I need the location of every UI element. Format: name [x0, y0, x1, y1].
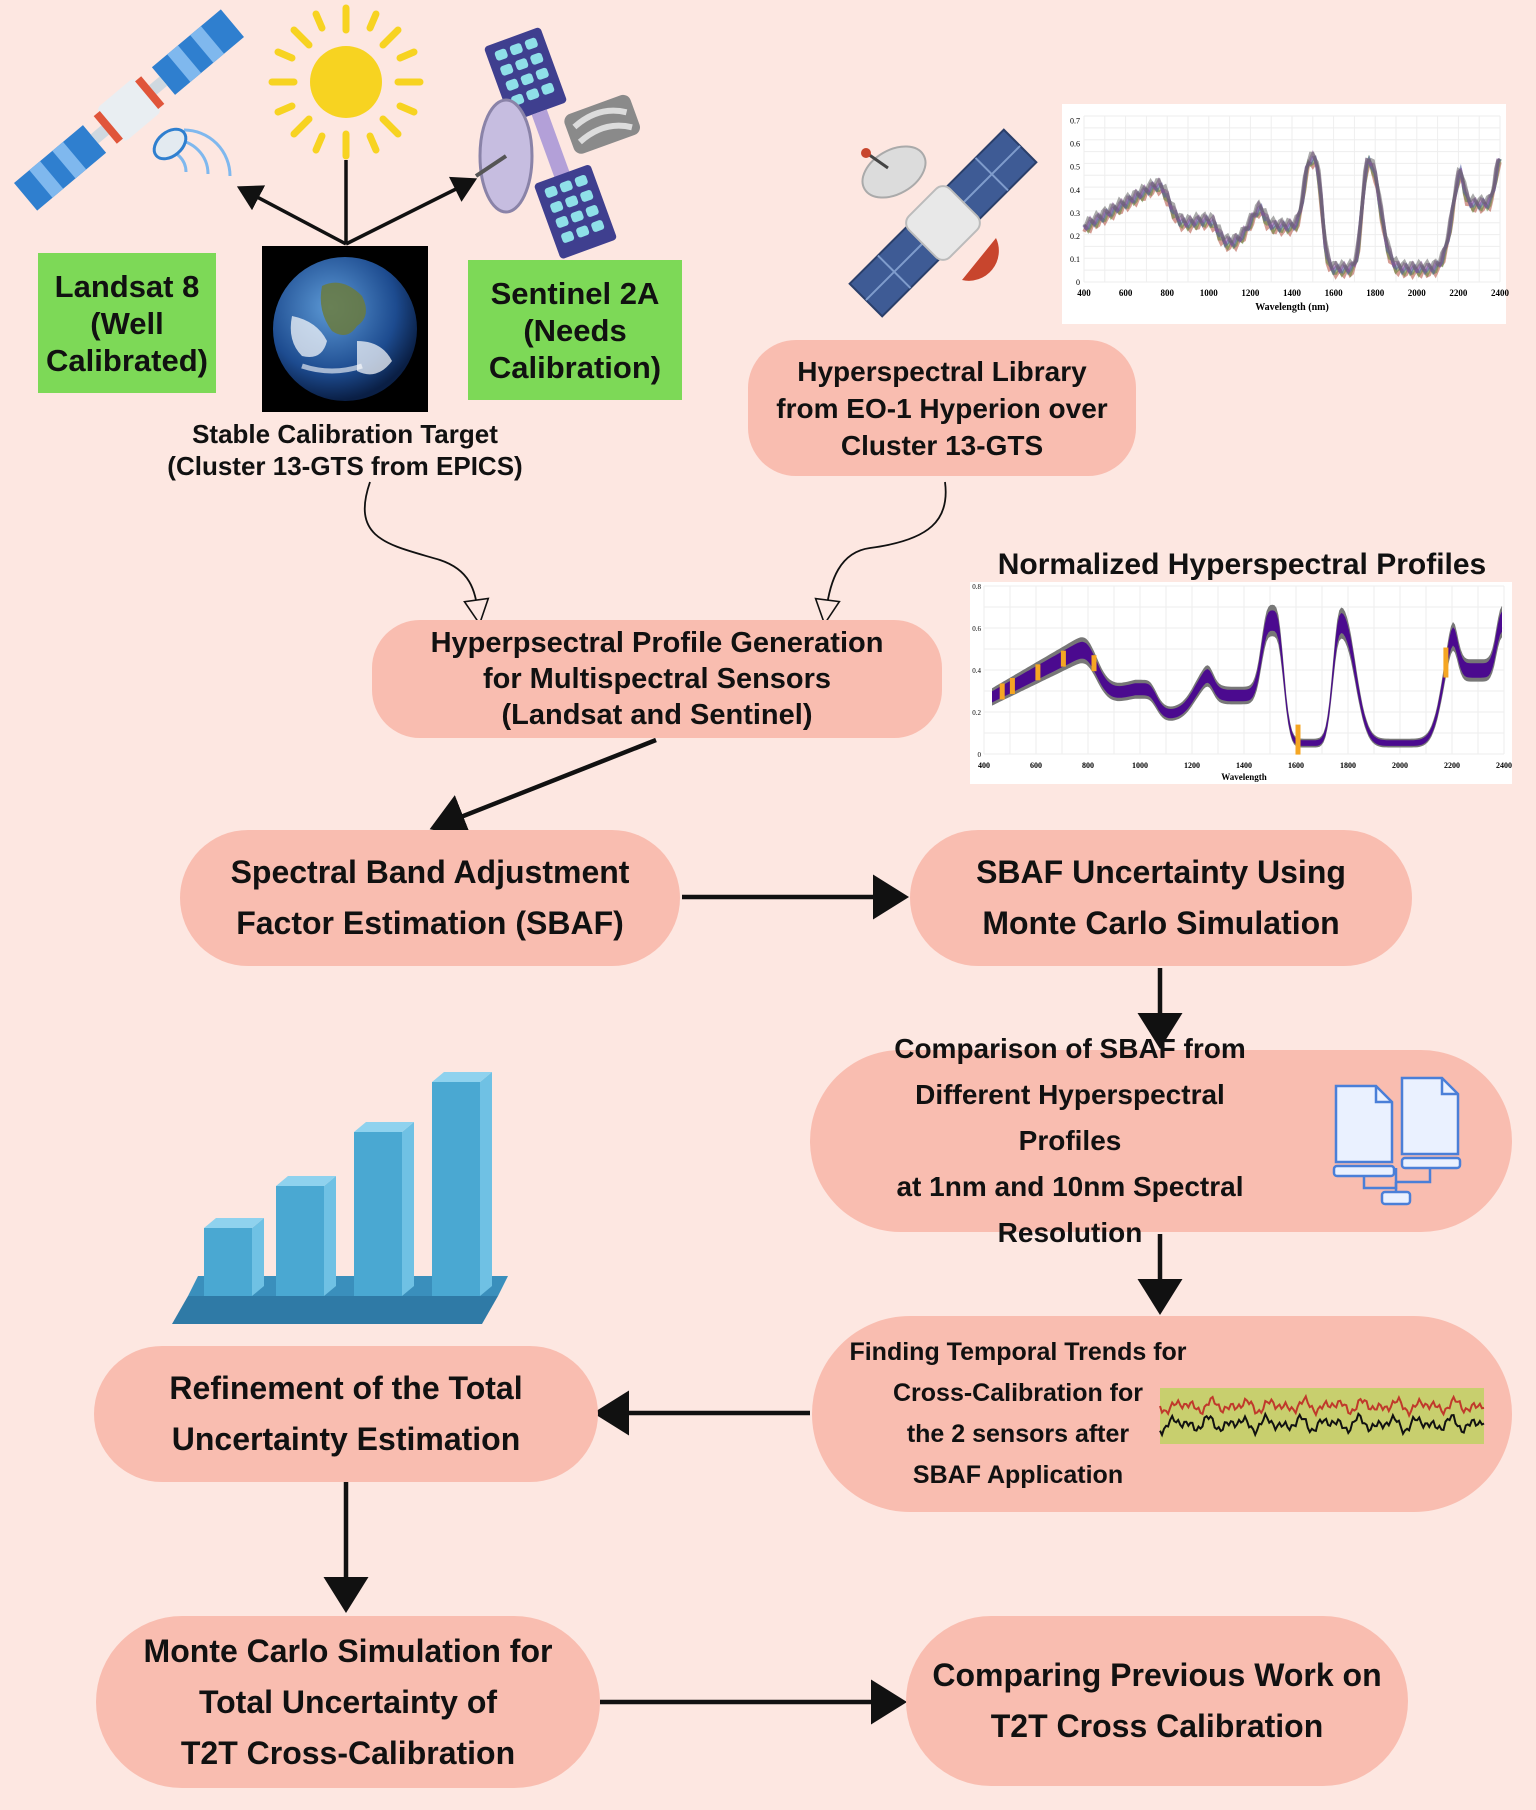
- landsat-satellite-icon: [14, 9, 244, 211]
- norm-x-tick: 1000: [1132, 761, 1148, 770]
- hyperion-y-tick: 0.5: [1070, 163, 1080, 172]
- hyperion-x-tick: 800: [1160, 288, 1174, 298]
- hyperion-y-tick: 0.6: [1070, 140, 1080, 149]
- hyperion-y-tick: 0: [1076, 278, 1080, 287]
- hyperion-x-tick: 1200: [1241, 288, 1260, 298]
- sensor-band-marker: [1035, 664, 1041, 681]
- sentinel-label: Sentinel 2A (Needs Calibration): [468, 260, 682, 400]
- hyperion-spectra-chart: 400 600 800 1000 1200 1400 1600 1800 2000 2200 240…: [1062, 104, 1510, 324]
- hyperion-spectrum-line: [1082, 151, 1501, 273]
- norm-x-tick: 600: [1030, 761, 1042, 770]
- hyperion-library-node: Hyperspectral Library from EO-1 Hyperion…: [748, 340, 1136, 476]
- sensor-band-marker: [1295, 724, 1301, 755]
- norm-x-tick: 1200: [1184, 761, 1200, 770]
- target-caption: Stable Calibration Target (Cluster 13-GT…: [167, 419, 523, 481]
- previous-work-node: Comparing Previous Work on T2T Cross Cal…: [906, 1616, 1408, 1786]
- hyperion-y-tick: 0.1: [1070, 255, 1080, 264]
- hyperion-x-tick: 2000: [1408, 288, 1427, 298]
- hyperion-satellite-icon: [848, 128, 1038, 318]
- trend-series-line: [1159, 1393, 1485, 1419]
- earth-to-sensor-arrows: [236, 160, 478, 246]
- norm-y-tick: 0.2: [972, 709, 981, 717]
- hyperion-x-tick: 1400: [1283, 288, 1302, 298]
- hyperion-x-tick: 1000: [1200, 288, 1219, 298]
- hyperion-x-tick: 2200: [1449, 288, 1468, 298]
- norm-x-tick: 1800: [1340, 761, 1356, 770]
- norm-xlabel: Wavelength: [1221, 772, 1267, 782]
- hyperion-xlabel: Wavelength (nm): [1255, 302, 1329, 313]
- comparison-node: Comparison of SBAF from Different Hypers…: [810, 1033, 1512, 1248]
- earth-icon: [262, 246, 428, 412]
- hyperion-x-tick: 1600: [1325, 288, 1344, 298]
- hyperion-y-tick: 0.2: [1070, 232, 1080, 241]
- sun-icon: [268, 4, 424, 160]
- norm-x-tick: 2400: [1496, 761, 1512, 770]
- trend-series-line: [1159, 1411, 1485, 1438]
- norm-x-tick: 800: [1082, 761, 1094, 770]
- profile-generation-node: Hyperpsectral Profile Generation for Mul…: [372, 620, 942, 738]
- norm-y-tick: 0.6: [972, 625, 981, 633]
- sbaf-uncertainty-node: SBAF Uncertainty Using Monte Carlo Simul…: [910, 830, 1412, 966]
- sensor-band-marker: [1060, 650, 1066, 667]
- normalized-profiles-chart: 400 600 800 1000 1200 1400 1600 1800 2000 2200 240…: [970, 582, 1512, 784]
- hyperion-y-tick: 0.7: [1070, 117, 1080, 126]
- hyperion-y-tick: 0.4: [1070, 186, 1080, 195]
- sentinel-satellite-icon: [474, 27, 640, 259]
- refinement-node: Refinement of the Total Uncertainty Esti…: [94, 1346, 598, 1482]
- hyperion-x-tick: 1800: [1366, 288, 1385, 298]
- library-to-generation-arrow: [814, 481, 947, 626]
- norm-x-tick: 1600: [1288, 761, 1304, 770]
- bar-chart-3d-icon: [172, 1072, 508, 1324]
- hyperion-x-tick: 400: [1077, 288, 1091, 298]
- hyperion-y-tick: 0.3: [1070, 209, 1080, 218]
- generation-to-sbaf-arrow: [429, 737, 657, 838]
- norm-x-tick: 400: [978, 761, 990, 770]
- documents-network-icon: [1332, 1076, 1462, 1206]
- hyperion-x-tick: 600: [1119, 288, 1133, 298]
- hyperion-x-tick: 2400: [1491, 288, 1510, 298]
- norm-x-tick: 2200: [1444, 761, 1460, 770]
- norm-y-tick: 0: [978, 751, 982, 759]
- normalized-chart-title: Normalized Hyperspectral Profiles: [997, 548, 1487, 581]
- sensor-band-marker: [1009, 677, 1015, 694]
- sensor-band-marker: [999, 683, 1005, 700]
- temporal-trend-thumbnail: [1159, 1388, 1485, 1444]
- sensor-band-marker: [1091, 655, 1097, 672]
- landsat-label: Landsat 8 (Well Calibrated): [38, 253, 216, 393]
- norm-y-tick: 0.8: [972, 583, 981, 591]
- norm-x-tick: 2000: [1392, 761, 1408, 770]
- norm-x-tick: 1400: [1236, 761, 1252, 770]
- target-to-generation-arrow: [363, 481, 490, 626]
- sensor-band-marker: [1443, 647, 1449, 678]
- norm-y-tick: 0.4: [972, 667, 981, 675]
- monte-carlo-total-node: Monte Carlo Simulation for Total Uncerta…: [96, 1616, 600, 1788]
- sbaf-estimation-node: Spectral Band Adjustment Factor Estimati…: [180, 830, 680, 966]
